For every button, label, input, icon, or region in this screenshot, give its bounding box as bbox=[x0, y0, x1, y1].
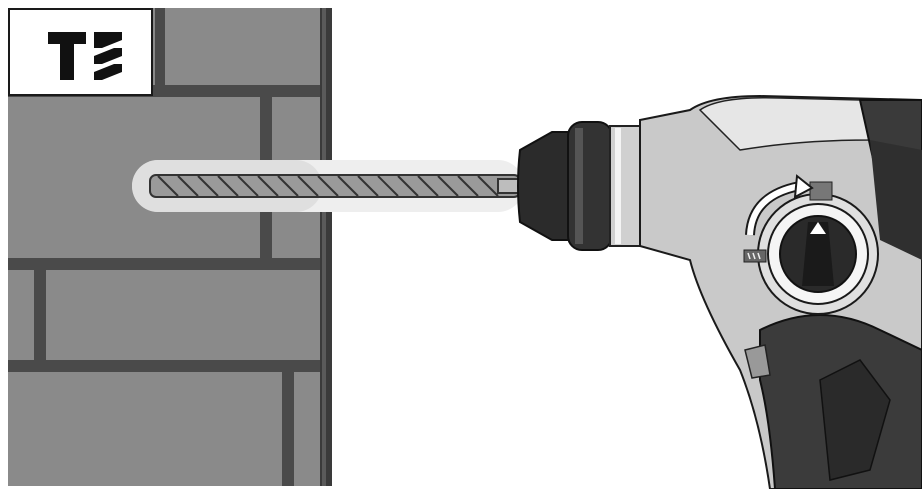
mode-badge bbox=[8, 8, 153, 96]
dial-pointer bbox=[810, 222, 826, 234]
tool-body bbox=[639, 94, 922, 489]
drill-chuck bbox=[517, 121, 641, 251]
hammer-drill-mode-icon bbox=[48, 32, 122, 80]
brick-wall bbox=[8, 8, 332, 486]
drill-bit bbox=[149, 174, 525, 198]
